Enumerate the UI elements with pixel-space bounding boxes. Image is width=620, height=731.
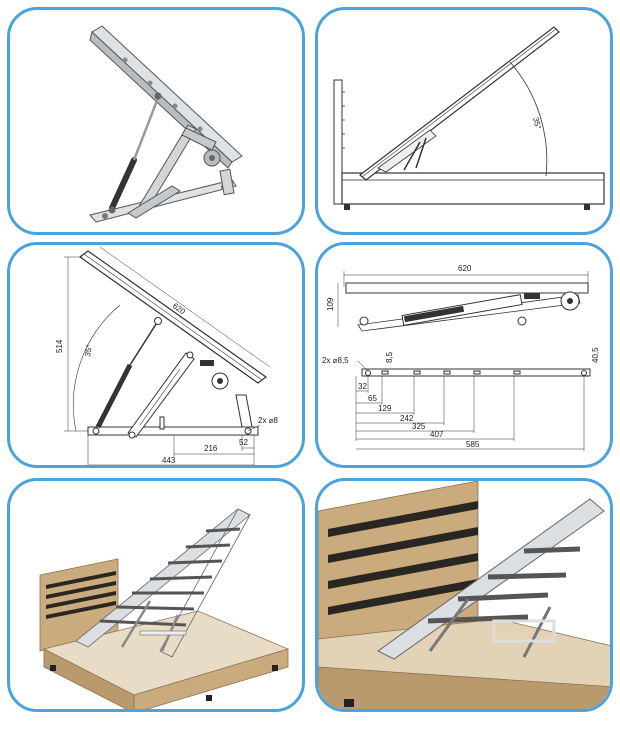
dim-65-label: 65	[368, 394, 377, 403]
lift-mechanism-3d-panel	[7, 7, 305, 235]
bed-render-closeup-drawing	[318, 481, 610, 709]
height-label: 109	[326, 297, 335, 311]
dim-40-5-label: 40,5	[591, 347, 600, 363]
dim-325-label: 325	[412, 422, 426, 431]
dim-129-label: 129	[378, 404, 392, 413]
mechanism-flat-dimensions-panel: 620 109 2x ⌀8,5 8,5 40,5	[315, 242, 613, 468]
bed-side-view-panel: 35°	[315, 7, 613, 235]
bed-render-full-drawing	[39, 508, 290, 709]
dim-52-label: 52	[239, 438, 248, 447]
height-label: 514	[55, 339, 64, 353]
dim-585-label: 585	[466, 440, 480, 449]
dim-407-label: 407	[430, 430, 444, 439]
hole-label: 2x ⌀8,5	[322, 356, 349, 365]
angle-label: 35°	[83, 344, 94, 357]
bed-render-closeup-panel	[315, 478, 613, 712]
bed-side-view-drawing: 35°	[333, 26, 605, 210]
mechanism-flat-dimensions-drawing: 620 109 2x ⌀8,5 8,5 40,5	[322, 264, 600, 451]
width-label: 620	[458, 264, 472, 273]
dim-32-label: 32	[358, 382, 367, 391]
hole-label: 2x ⌀8	[258, 416, 278, 425]
lift-mechanism-3d-drawing	[89, 25, 243, 223]
dim-242-label: 242	[400, 414, 414, 423]
mechanism-side-dimensions-drawing: 620 514 35° 2x ⌀8	[55, 246, 278, 465]
dim-8-5-label: 8,5	[385, 351, 394, 363]
bed-render-full-panel	[7, 478, 305, 712]
dim-216-label: 216	[204, 444, 218, 453]
dim-443-label: 443	[162, 456, 176, 465]
mechanism-side-dimensions-panel: 620 514 35° 2x ⌀8	[7, 242, 305, 468]
angle-label: 35°	[531, 116, 543, 130]
